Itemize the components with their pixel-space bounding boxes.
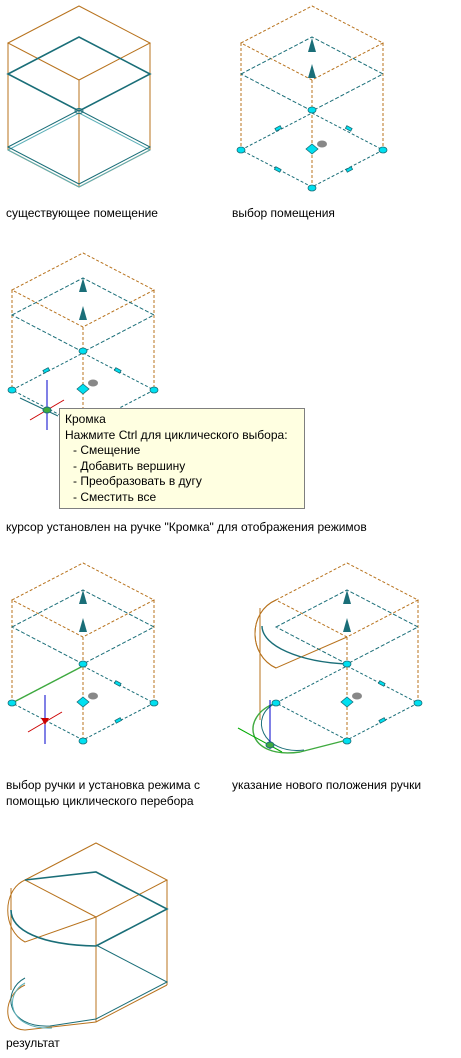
grip-icon	[413, 699, 423, 707]
grip-icon	[236, 146, 246, 154]
grip-icon	[7, 699, 17, 707]
location-grip-icon	[340, 696, 354, 708]
result-figure	[7, 842, 169, 1031]
rotation-grip-icon	[88, 692, 98, 700]
axis-z-icon	[237, 727, 283, 753]
existing-space-figure	[6, 5, 152, 188]
hovered-grip-icon	[42, 406, 52, 414]
edge-grip-hover-figure	[7, 252, 159, 430]
edge-grip-icon	[377, 680, 386, 687]
grip-icon	[78, 347, 88, 355]
edge-grip-icon	[344, 125, 353, 132]
grip-icon	[7, 386, 17, 394]
edge-grip-icon	[113, 367, 122, 374]
rotation-grip-icon	[317, 140, 327, 148]
height-arrow-icon	[79, 306, 87, 320]
height-arrow-icon	[79, 618, 87, 632]
location-grip-icon	[76, 696, 90, 708]
selected-grip-icon	[41, 718, 49, 725]
grip-icon	[378, 146, 388, 154]
grip-icon	[149, 386, 159, 394]
grip-icon	[307, 106, 317, 114]
grip-icon	[307, 184, 317, 192]
grip-icon	[78, 737, 88, 745]
height-arrow-icon	[79, 590, 87, 604]
caption-result: результат	[6, 1036, 60, 1050]
edge-grip-icon	[378, 717, 387, 724]
edge-grip-icon	[114, 717, 123, 724]
caption-existing-space: существующее помещение	[6, 206, 158, 220]
caption-room-selection: выбор помещения	[232, 206, 335, 220]
caption-cursor-on-edge-grip: курсор установлен на ручке "Кромка" для …	[6, 520, 367, 534]
edge-grip-icon	[345, 166, 354, 173]
edge-grip-icon	[42, 367, 51, 374]
tooltip-item-add-vertex: - Добавить вершину	[73, 458, 186, 473]
tooltip-hint: Нажмите Ctrl для циклического выбора:	[65, 427, 288, 442]
height-arrow-icon	[308, 64, 316, 78]
grip-cycle-figure	[7, 562, 159, 745]
height-arrow-icon	[308, 38, 316, 52]
caption-grip-cycle: выбор ручки и установка режима с помощью…	[6, 778, 200, 808]
grip-icon	[271, 699, 281, 707]
grip-tooltip: Кромка Нажмите Ctrl для циклического выб…	[59, 408, 305, 509]
new-grip-position-figure	[237, 562, 423, 754]
room-selection-figure	[236, 5, 388, 192]
rotation-grip-icon	[88, 379, 98, 387]
height-arrow-icon	[79, 278, 87, 292]
tooltip-item-offset: - Смещение	[73, 443, 141, 458]
height-arrow-icon	[343, 590, 351, 604]
grip-icon	[149, 699, 159, 707]
tooltip-item-convert-arc: - Преобразовать в дугу	[73, 474, 202, 489]
grip-icon	[342, 737, 352, 745]
grip-icon	[78, 660, 88, 668]
location-grip-icon	[305, 143, 319, 155]
edge-grip-icon	[274, 125, 283, 132]
location-grip-icon	[76, 383, 90, 395]
edge-grip-icon	[113, 680, 122, 687]
moved-grip-icon	[265, 741, 275, 749]
caption-new-grip-position: указание нового положения ручки	[232, 778, 422, 792]
height-arrow-icon	[343, 618, 351, 632]
rotation-grip-icon	[352, 692, 362, 700]
grip-icon	[342, 660, 352, 668]
edge-grip-icon	[273, 166, 282, 173]
tooltip-item-move-all: - Сместить все	[73, 489, 157, 504]
tooltip-title: Кромка	[65, 412, 106, 426]
